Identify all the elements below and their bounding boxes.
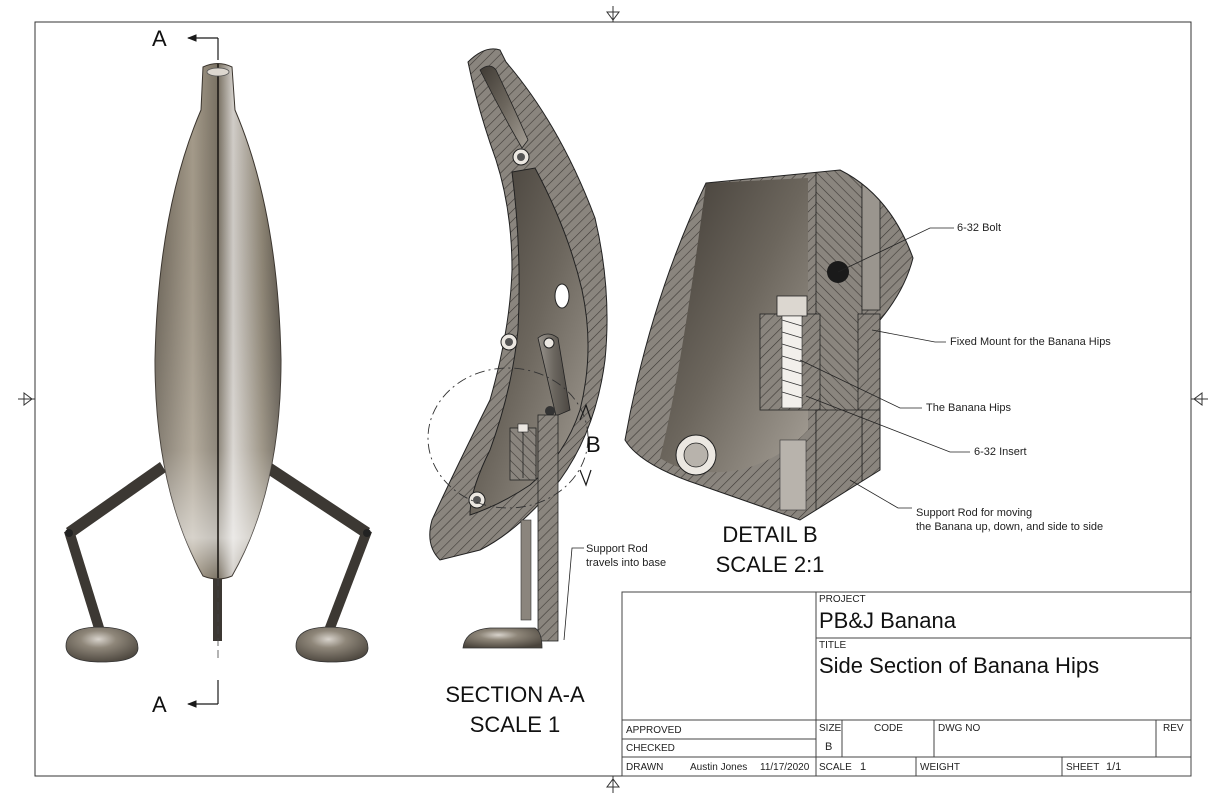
section-scale: SCALE 1 [469,712,561,737]
section-foot [462,627,543,649]
section-support-rod [537,414,559,642]
support-rod-front [213,575,222,641]
tb-project: PB&J Banana [819,608,956,633]
tb-scale-label: SCALE [819,762,852,773]
tb-title-label: TITLE [819,640,847,651]
tb-sheet: 1/1 [1106,761,1122,773]
tb-approved-label: APPROVED [626,725,682,736]
detail-title: DETAIL B [722,522,818,547]
callout-hips: The Banana Hips [926,402,1011,414]
tb-rev-label: REV [1163,723,1184,734]
section-cavity [469,167,589,516]
callout-support-rod-1: Support Rod for moving [916,507,1033,519]
callout-support-rod-2: the Banana up, down, and side to side [916,521,1104,533]
right-foot [295,626,369,663]
tb-code-label: CODE [874,723,903,734]
left-foot [65,626,139,663]
tb-size: B [825,741,833,753]
tb-dwg-label: DWG NO [938,723,981,734]
detail-mark: B [586,432,602,457]
callout-insert: 6-32 Insert [974,446,1027,458]
title-block-lines [621,591,1192,777]
leader-rod-base [563,547,584,641]
tb-sheet-label: SHEET [1066,762,1100,773]
tb-weight-label: WEIGHT [920,762,960,773]
left-leg [64,462,166,642]
center-mark-top [606,6,620,22]
callout-fixed-mount: Fixed Mount for the Banana Hips [950,336,1111,348]
section-mark-bottom: A [152,692,168,717]
tb-drawn-label: DRAWN [626,762,664,773]
center-mark-right [1191,392,1208,406]
tb-title: Side Section of Banana Hips [819,653,1100,678]
section-title: SECTION A-A [445,682,585,707]
tb-drawn-date: 11/17/2020 [760,762,810,773]
section-mark-top: A [152,26,168,51]
callout-bolt: 6-32 Bolt [957,222,1002,234]
tb-checked-label: CHECKED [626,743,675,754]
section-view [427,48,608,649]
callout-rod-base-2: travels into base [586,557,667,569]
detail-leaders [799,227,970,509]
right-leg [264,462,372,642]
section-line-a [187,34,219,708]
detail-view [624,169,970,521]
center-mark-left [18,392,35,406]
tb-scale: 1 [860,761,867,773]
tb-drawn-by: Austin Jones [690,762,748,773]
section-pivot-arm [537,333,571,417]
detail-b-circle [427,367,589,509]
detail-scale: SCALE 2:1 [715,552,825,577]
front-view [64,34,372,708]
tb-project-label: PROJECT [819,594,866,605]
center-mark-bottom [606,776,620,793]
callout-rod-base-1: Support Rod [586,543,648,555]
tb-size-label: SIZE [819,723,842,734]
